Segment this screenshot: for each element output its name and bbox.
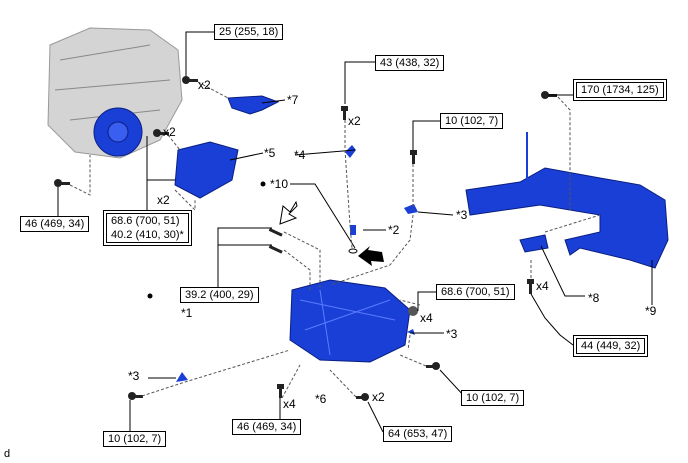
quantity-label: x2 [198,78,211,92]
quantity-label: x2 [163,125,176,139]
view-arrow-icon [358,246,384,266]
callout-2: *2 [388,223,400,237]
part-3-illustration [176,372,188,382]
torque-spec-box: 43 (438, 32) [375,55,445,71]
torque-spec-box: 25 (255, 18) [214,24,284,40]
torque-spec-value: 44 (449, 32) [576,338,646,354]
torque-spec-box-critical: 68.6 (700, 51) 40.2 (410, 30)* [103,210,192,246]
callout-9: *9 [645,304,657,318]
torque-spec-box-critical: 44 (449, 32) [573,335,649,357]
callout-10: *10 [270,177,289,191]
torque-spec-box: 10 (102, 7) [461,390,525,406]
torque-spec-value: 170 (1734, 125) [576,82,664,98]
quantity-label: x2 [372,390,385,404]
torque-spec-line: 68.6 (700, 51) [111,215,180,227]
part-7-illustration [227,95,280,115]
callout-6: *6 [315,392,327,406]
torque-spec-box: 10 (102, 7) [103,431,167,447]
torque-spec-box: 10 (102, 7) [440,113,504,129]
outline-arrow-icon [279,200,298,225]
torque-spec-box: 39.2 (400, 29) [180,287,259,303]
transaxle-illustration [289,279,411,363]
bullet-dot [147,293,153,299]
callout-3: *3 [456,208,468,222]
quantity-label: x4 [283,397,296,411]
torque-spec-value: 68.6 (700, 51) 40.2 (410, 30)* [106,213,189,243]
part-5-illustration [174,141,239,199]
torque-spec-box-critical: 170 (1734, 125) [573,79,667,101]
callout-3: *3 [446,327,458,341]
callout-3: *3 [128,369,140,383]
quantity-label: x4 [536,279,549,293]
torque-spec-line: 40.2 (410, 30)* [111,229,184,241]
bullet-dot [260,181,266,187]
part-4-illustration [345,145,356,158]
torque-spec-box: 64 (653, 47) [383,426,453,442]
quantity-label: x2 [157,193,170,207]
part-3-illustration [404,204,418,214]
front-suspension-illustration [465,132,669,269]
torque-spec-box: 46 (469, 34) [232,419,302,435]
assembly-dashed-lines [69,81,601,399]
part-3-illustration [407,329,415,335]
callout-1: *1 [181,306,193,320]
bolt-icons [54,76,557,401]
quantity-label: x2 [348,114,361,128]
quantity-label: x4 [420,311,433,325]
figure-id: d [4,448,11,460]
part-2-illustration [350,225,356,235]
callout-7: *7 [287,93,299,107]
callout-5: *5 [264,146,276,160]
torque-spec-box: 68.6 (700, 51) [436,284,515,300]
callout-4: *4 [294,148,306,162]
torque-spec-box: 46 (469, 34) [20,216,90,232]
engine-illustration [47,27,183,159]
callout-8: *8 [588,291,600,305]
part-10-illustration [348,248,358,254]
